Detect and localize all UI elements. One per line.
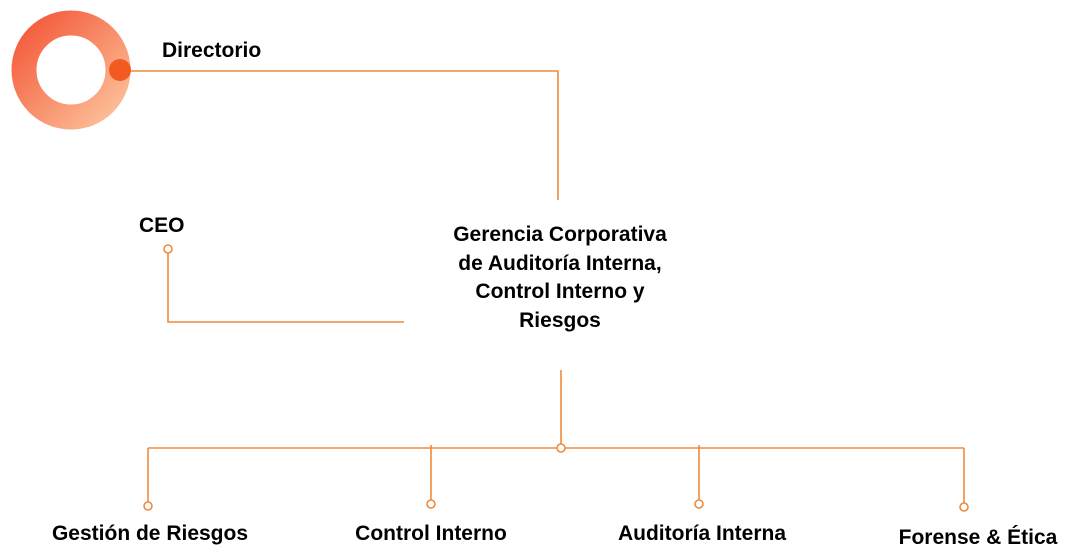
node-ceo: CEO: [139, 214, 185, 237]
dot-bus-junction: [556, 443, 566, 453]
ring-dot: [109, 59, 131, 81]
node-gestion-riesgos: Gestión de Riesgos: [51, 522, 249, 545]
node-gerencia: Gerencia Corporativa de Auditoría Intern…: [400, 221, 720, 335]
connector-ceo-gerencia: [167, 253, 404, 323]
connectors: [131, 70, 965, 503]
node-dots: [143, 244, 969, 512]
dot-auditoria: [694, 499, 704, 509]
dot-control: [426, 499, 436, 509]
ring-outer: [11, 10, 131, 130]
node-forense-etica: Forense & Ética: [898, 526, 1058, 549]
dot-ceo: [163, 244, 173, 254]
ring-icon: [11, 10, 131, 130]
node-gerencia-line-1: Gerencia Corporativa: [453, 223, 667, 246]
node-auditoria-interna: Auditoría Interna: [617, 522, 786, 545]
dot-gestion: [143, 501, 153, 511]
node-gerencia-line-3: Control Interno y: [475, 280, 645, 303]
node-control-interno: Control Interno: [355, 522, 507, 545]
node-gerencia-line-2: de Auditoría Interna,: [458, 251, 662, 275]
node-directorio: Directorio: [162, 39, 262, 62]
node-gerencia-line-4: Riesgos: [519, 308, 601, 332]
dot-forense: [959, 502, 969, 512]
connector-directorio-gerencia: [131, 70, 559, 200]
